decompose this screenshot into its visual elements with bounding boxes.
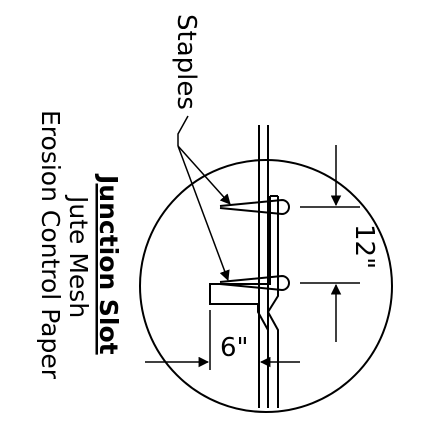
- staple-upper: [219, 198, 290, 216]
- detail-circle: [139, 159, 393, 413]
- staple-lower: [219, 274, 290, 292]
- label-junction-slot: Junction Slot: [94, 173, 123, 355]
- label-staples: Staples: [171, 14, 201, 110]
- label-dim-6: 6": [220, 333, 249, 363]
- staples-arrow-lower: [177, 145, 230, 281]
- staples-leader: [177, 115, 189, 146]
- mesh-fold-inner: [266, 196, 279, 408]
- label-jute-mesh: Jute Mesh: [64, 194, 93, 318]
- label-dim-12: 12": [349, 224, 379, 269]
- label-erosion-paper: Erosion Control Paper: [36, 110, 65, 380]
- mesh-fold: [209, 196, 271, 408]
- staples-arrow-upper: [177, 145, 231, 205]
